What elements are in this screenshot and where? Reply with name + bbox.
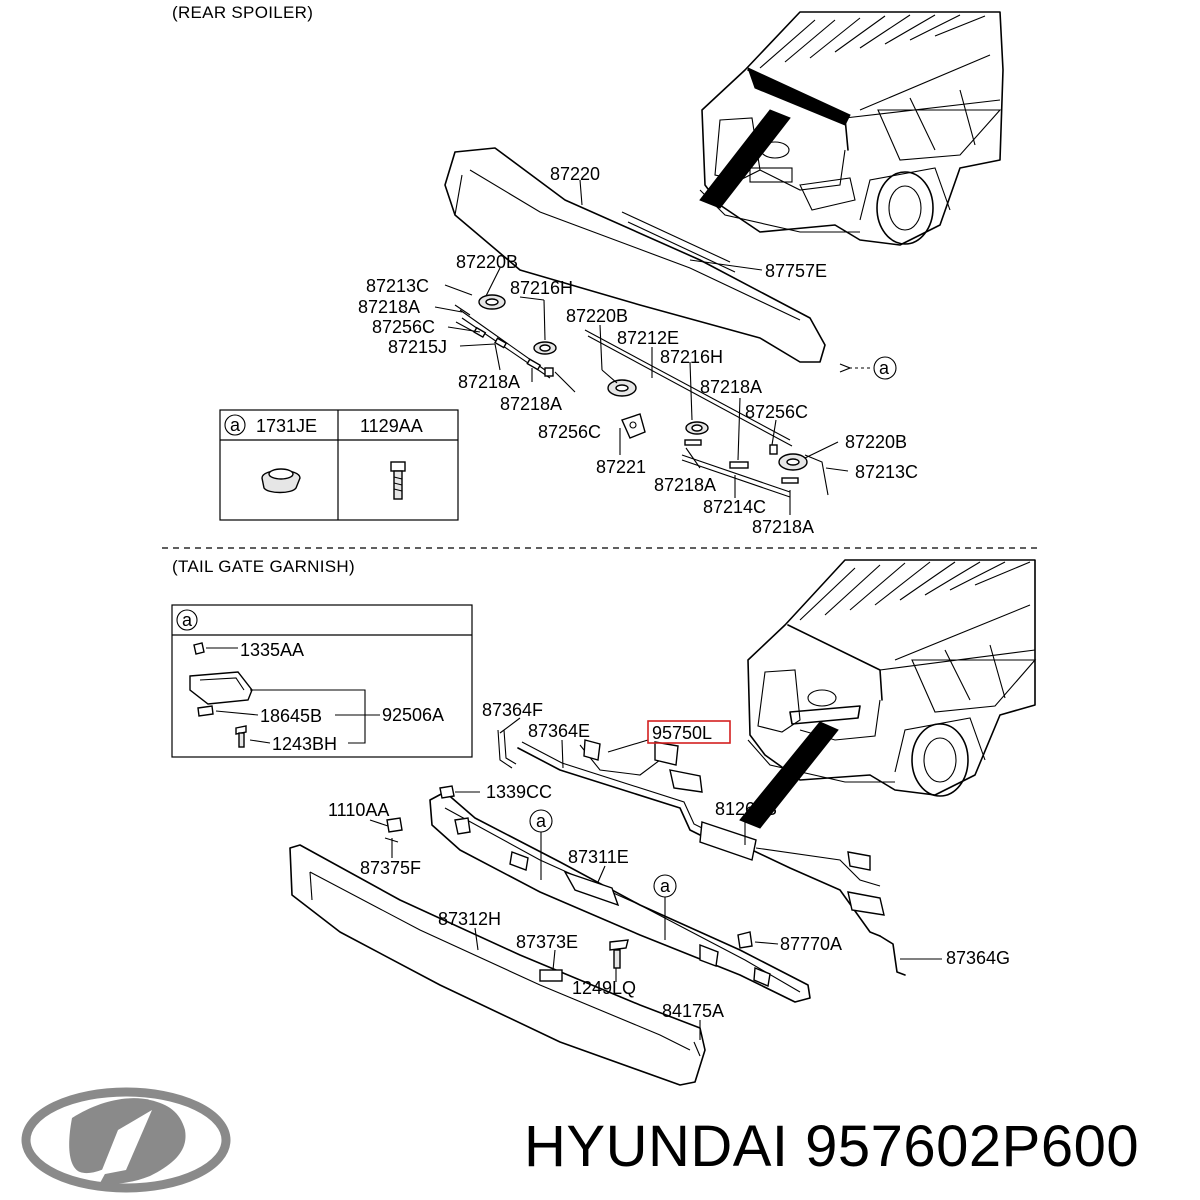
- label-87256c-1: 87256C: [372, 317, 435, 337]
- car-illustration-top: [699, 11, 1004, 246]
- label-87757e: 87757E: [765, 261, 827, 281]
- label-87218a-4: 87218A: [500, 394, 562, 414]
- label-87215j: 87215J: [388, 337, 447, 357]
- label-87220b-2: 87220B: [566, 306, 628, 326]
- section-title-rear-spoiler: (REAR SPOILER): [172, 3, 313, 22]
- label-87218a-3: 87218A: [700, 377, 762, 397]
- label-87218a-1: 87218A: [358, 297, 420, 317]
- label-87216h-1: 87216H: [510, 278, 573, 298]
- label-95750l: 95750L: [652, 723, 712, 743]
- spoiler-87220: [444, 147, 826, 363]
- label-84175a: 84175A: [662, 1001, 724, 1021]
- section-title-tail-gate-garnish: (TAIL GATE GARNISH): [172, 557, 355, 576]
- label-1335aa: 1335AA: [240, 640, 304, 660]
- label-87256c-2: 87256C: [745, 402, 808, 422]
- label-87213c-1: 87213C: [366, 276, 429, 296]
- label-87220b-3: 87220B: [845, 432, 907, 452]
- ref-a-2: a: [660, 876, 671, 896]
- table-rear-ref: a: [230, 415, 241, 435]
- table-tail-ref: a: [182, 610, 193, 630]
- label-87375f: 87375F: [360, 858, 421, 878]
- label-1243bh: 1243BH: [272, 734, 337, 754]
- label-87218a-5: 87218A: [654, 475, 716, 495]
- label-87256c-3: 87256C: [538, 422, 601, 442]
- label-87218a-6: 87218A: [752, 517, 814, 537]
- label-87364g: 87364G: [946, 948, 1010, 968]
- table-rear-col1: 1731JE: [256, 416, 317, 436]
- label-87214c: 87214C: [703, 497, 766, 517]
- label-87221: 87221: [596, 457, 646, 477]
- spoiler-leaders: [434, 179, 897, 515]
- label-87312h: 87312H: [438, 909, 501, 929]
- label-87364e: 87364E: [528, 721, 590, 741]
- label-87218a-2: 87218A: [458, 372, 520, 392]
- lamp-assembly-table: [171, 604, 473, 758]
- label-87220: 87220: [550, 164, 600, 184]
- label-87220b-1: 87220B: [456, 252, 518, 272]
- pointer-arrow-bottom: [739, 721, 839, 829]
- tail-gate-parts: [289, 729, 906, 1086]
- label-87311e: 87311E: [568, 847, 629, 867]
- hyundai-logo: [21, 1087, 231, 1193]
- label-92506a: 92506A: [382, 705, 444, 725]
- label-87364f: 87364F: [482, 700, 543, 720]
- label-87373e: 87373E: [516, 932, 578, 952]
- car-illustration-bottom: [739, 559, 1037, 829]
- label-81260b: 81260B: [715, 799, 777, 819]
- label-1249lq: 1249LQ: [572, 978, 636, 998]
- table-rear-col2: 1129AA: [360, 416, 423, 436]
- ref-a-spoiler: a: [879, 358, 890, 378]
- label-87770a: 87770A: [780, 934, 842, 954]
- pointer-arrow: [699, 109, 791, 209]
- label-87216h-2: 87216H: [660, 347, 723, 367]
- tail-gate-leaders: [369, 717, 942, 1040]
- highlight-95750l: [647, 720, 731, 744]
- spoiler-hardware: [454, 294, 829, 498]
- ref-a-1: a: [536, 811, 547, 831]
- fastener-table-rear: [219, 409, 459, 521]
- label-87212e: 87212E: [617, 328, 679, 348]
- label-1110aa: 1110AA: [328, 800, 389, 820]
- label-1339cc: 1339CC: [486, 782, 552, 802]
- brand-part-number: HYUNDAI 957602P600: [524, 1114, 1139, 1179]
- label-87213c-2: 87213C: [855, 462, 918, 482]
- label-18645b: 18645B: [260, 706, 322, 726]
